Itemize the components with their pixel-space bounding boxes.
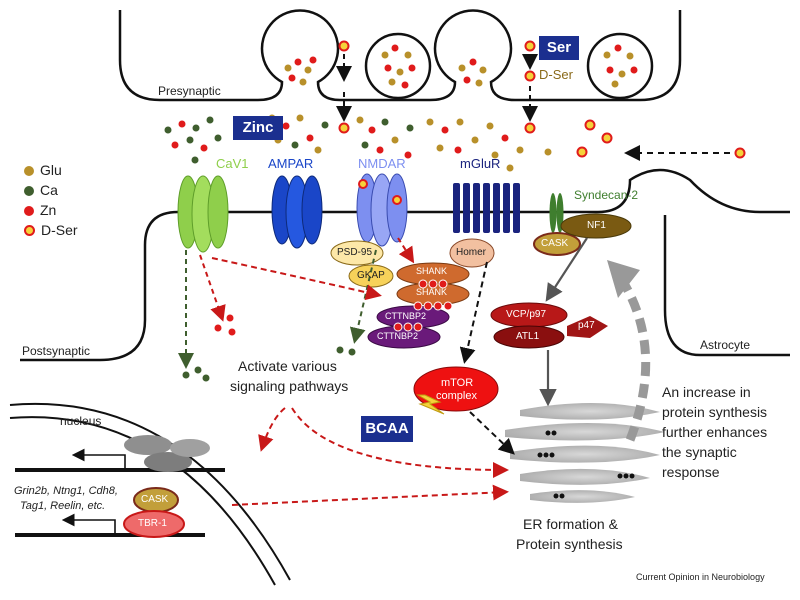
credit-label: Current Opinion in Neurobiology (636, 572, 765, 582)
postsynaptic-label: Postsynaptic (22, 344, 91, 358)
atl1-shape (493, 325, 565, 349)
tbr1-shape (123, 510, 185, 538)
cask-label: CASK (541, 238, 569, 249)
zinc-box: Zinc (233, 116, 283, 140)
nf1-label: NF1 (587, 220, 606, 231)
psd95-shape (330, 240, 384, 266)
dser-label: D-Ser (539, 67, 573, 82)
postsynaptic-membrane (20, 168, 790, 362)
nf1-shape (560, 213, 632, 239)
vesicle-1 (364, 32, 432, 100)
ca-swatch (24, 186, 34, 196)
feedback-line-3: further enhances (662, 424, 768, 440)
ampar-channel (271, 175, 323, 249)
legend-glu: Glu (24, 162, 62, 178)
feedback-line-2: protein synthesis (662, 404, 768, 420)
genes-line-1: Grin2b, Ntng1, Cdh8, (14, 485, 118, 497)
shank-zinc-dots (393, 279, 453, 332)
er-structure (505, 402, 665, 503)
genes-line-2: Tag1, Reelin, etc. (20, 500, 106, 512)
shank1-label: SHANK (416, 266, 448, 276)
feedback-line-4: the synaptic (662, 444, 737, 460)
glu-swatch (24, 166, 34, 176)
ampar-label: AMPAR (268, 156, 314, 171)
nmdar-channel (356, 173, 408, 247)
nmdar-label: NMDAR (358, 156, 406, 171)
feedback-line-5: response (662, 464, 720, 480)
vcp-label: VCP/p97 (506, 309, 547, 320)
legend-zn: Zn (24, 202, 56, 218)
cav1-label: CaV1 (216, 156, 249, 171)
dser-dots (338, 40, 746, 205)
er-line-2: Protein synthesis (516, 536, 623, 552)
gkap-label: GKAP (357, 270, 385, 281)
p47-label: p47 (578, 320, 595, 331)
atl1-label: ATL1 (516, 331, 540, 342)
mtor-line-1: mTOR (441, 377, 474, 389)
homer-label: Homer (456, 247, 487, 258)
er-line-1: ER formation & (523, 516, 618, 532)
cttnbp2-2-label: CTTNBP2 (377, 331, 419, 341)
zn-swatch (24, 206, 34, 216)
bcaa-box: BCAA (361, 416, 413, 442)
ser-box: Ser (539, 36, 579, 60)
syndecan2 (549, 193, 564, 233)
presynaptic-label: Presynaptic (158, 84, 221, 98)
cav1-channel (177, 175, 229, 253)
feedback-arrow (618, 277, 651, 442)
homer-shape (449, 238, 495, 268)
shank2-label: SHANK (416, 287, 448, 297)
vesicle-contents (284, 44, 638, 89)
syndecan2-label: Syndecan-2 (574, 188, 639, 202)
dser-swatch (24, 225, 35, 236)
lightning-icon (416, 394, 445, 415)
presynaptic-membrane (118, 9, 682, 102)
mtor-line-2: complex (436, 390, 477, 402)
mglur-label: mGluR (460, 156, 501, 171)
feedback-line-1: An increase in (662, 384, 751, 400)
astrocyte-label: Astrocyte (700, 338, 751, 352)
nucleus-label: nucleus (60, 414, 102, 428)
p47-shape (567, 316, 608, 338)
signaling-line-2: signaling pathways (230, 378, 349, 394)
tbr1-label: TBR-1 (138, 518, 167, 529)
astrocyte-membrane (663, 215, 790, 357)
vesicle-2 (586, 32, 654, 100)
cttnbp2-1-label: CTTNBP2 (385, 311, 427, 321)
legend-dser: D-Ser (24, 222, 78, 238)
cleft-dots (164, 114, 552, 172)
ribosomes (537, 430, 635, 499)
psd95-label: PSD-95 (337, 247, 373, 258)
mglur-receptor (453, 183, 520, 233)
nucleus-cask-label: CASK (141, 494, 169, 505)
legend-ca: Ca (24, 182, 58, 198)
cask-shape (533, 232, 581, 256)
signaling-line-1: Activate various (238, 358, 337, 374)
